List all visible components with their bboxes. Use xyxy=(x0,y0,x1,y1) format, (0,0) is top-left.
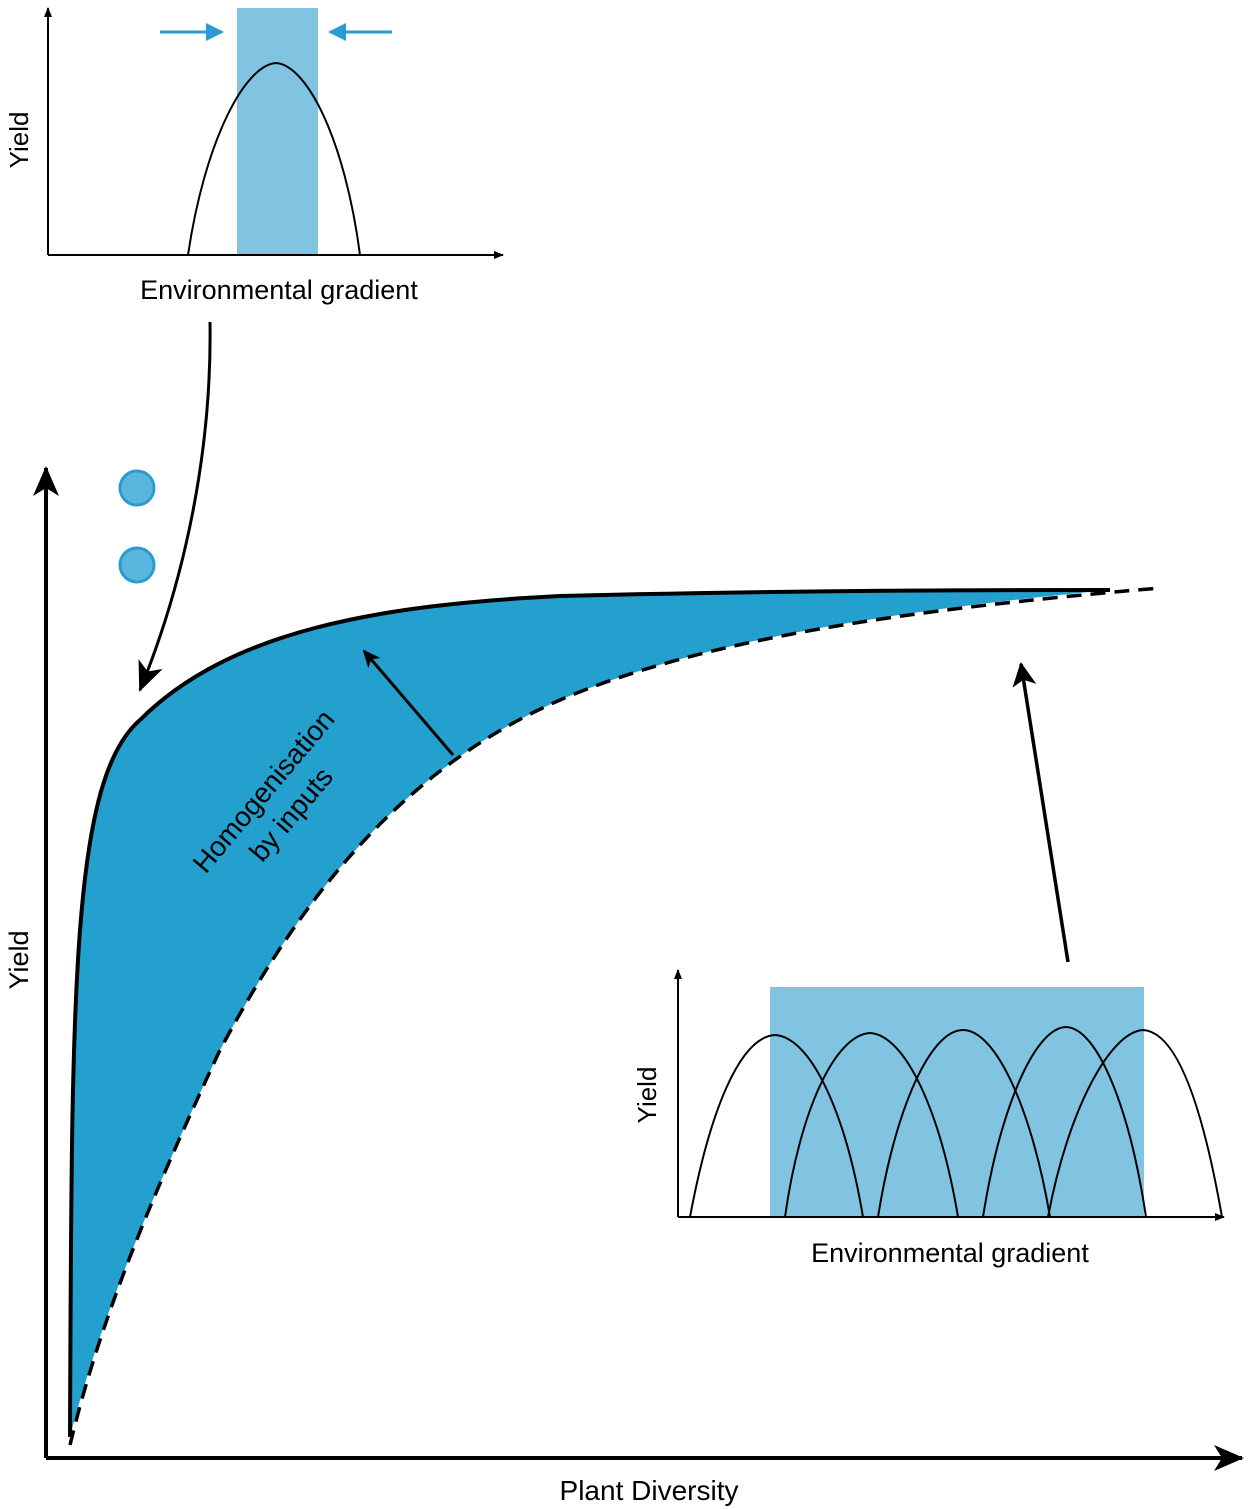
top-inset-x-label: Environmental gradient xyxy=(140,275,418,305)
bottom-inset-curve xyxy=(1047,1028,1223,1218)
connector-arrow-bottom xyxy=(1012,662,1070,963)
top-inset: Yield Environmental gradient xyxy=(4,7,504,305)
homogenisation-arrow xyxy=(362,649,455,756)
lower-dashed-curve xyxy=(68,586,1161,1446)
homogenisation-region xyxy=(70,590,1110,1437)
bottom-inset: Yield Environmental gradient xyxy=(632,969,1225,1268)
marker-dot xyxy=(118,546,156,584)
bottom-inset-band xyxy=(770,987,1144,1217)
bottom-inset-curve xyxy=(689,1033,864,1218)
top-inset-curve xyxy=(187,61,361,256)
main-diagram: Homogenisation by inputs Yield Plant Div… xyxy=(4,466,1244,1506)
connector-arrow-top xyxy=(138,321,212,692)
top-inset-band xyxy=(237,8,318,255)
bottom-inset-y-label: Yield xyxy=(632,1067,662,1124)
marker-dot xyxy=(118,469,156,507)
main-x-label: Plant Diversity xyxy=(560,1475,739,1506)
bottom-inset-curve xyxy=(877,1028,1051,1218)
upper-curve xyxy=(68,588,1111,1438)
main-y-label: Yield xyxy=(4,930,34,989)
bottom-inset-x-label: Environmental gradient xyxy=(811,1238,1089,1268)
bottom-inset-curve xyxy=(784,1031,959,1218)
bottom-inset-curve xyxy=(982,1025,1147,1218)
top-inset-y-label: Yield xyxy=(4,112,34,169)
